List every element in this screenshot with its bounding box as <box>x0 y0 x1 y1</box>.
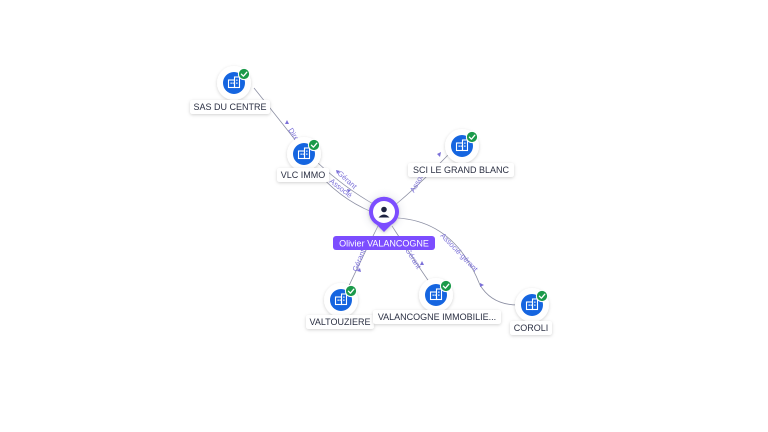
edge-arrow <box>357 268 361 272</box>
company-label: VALTOUZIERE <box>309 317 370 327</box>
verified-check-icon <box>307 138 321 152</box>
edge-arrow <box>437 152 441 157</box>
person-name: Olivier VALANCOGNE <box>339 239 429 249</box>
company-node-coroli[interactable]: COROLI <box>510 288 552 335</box>
company-label: VALANCOGNE IMMOBILIE... <box>378 312 496 322</box>
company-building-icon <box>455 139 469 152</box>
company-label-bg <box>277 168 329 182</box>
company-building-icon <box>334 293 348 306</box>
edge-arrow <box>285 120 289 124</box>
company-label-bg <box>408 163 514 177</box>
edge-arrow <box>347 189 351 193</box>
edge-label-gerant-valancogne: Gérant <box>403 246 423 271</box>
edge-arrow <box>420 261 424 265</box>
company-label-bg <box>510 321 552 335</box>
company-node-valtouziere[interactable]: VALTOUZIERE <box>306 283 374 329</box>
verified-check-icon <box>237 67 251 81</box>
company-label-bg <box>373 310 501 324</box>
company-building-icon <box>227 76 241 89</box>
edge-person-coroli <box>397 217 519 306</box>
person-node[interactable]: Olivier VALANCOGNE <box>333 188 435 250</box>
company-label-bg <box>306 315 374 329</box>
company-label: SAS DU CENTRE <box>193 102 266 112</box>
company-node-valancogne-immobilier[interactable]: VALANCOGNE IMMOBILIE... <box>373 278 501 324</box>
edge-arrow <box>480 283 484 287</box>
verified-check-icon <box>535 289 549 303</box>
company-building-icon <box>525 298 539 311</box>
company-node-sci-le-grand-blanc[interactable]: SCI LE GRAND BLANC <box>408 129 514 177</box>
company-building-icon <box>297 147 311 160</box>
verified-check-icon <box>344 284 358 298</box>
company-node-sas-du-centre[interactable]: SAS DU CENTRE <box>190 66 270 114</box>
company-building-icon <box>429 288 443 301</box>
company-node-vlc-immo[interactable]: VLC IMMO <box>277 137 329 182</box>
verified-check-icon <box>439 279 453 293</box>
companies-layer: SAS DU CENTRE VLC IMMO SCI LE GRAND BLANC V… <box>190 66 552 335</box>
user-icon <box>378 206 390 218</box>
edge-label-associe-gerant-coroli: Associé-gérant <box>439 231 481 274</box>
company-label-bg <box>190 100 270 114</box>
edge-arrow <box>336 170 340 174</box>
company-label: COROLI <box>514 323 549 333</box>
company-label: VLC IMMO <box>281 170 326 180</box>
edge-label-gerant-valtouziere: Gérant <box>351 247 368 272</box>
person-label-bg <box>333 236 435 250</box>
verified-check-icon <box>465 130 479 144</box>
company-label: SCI LE GRAND BLANC <box>413 165 510 175</box>
